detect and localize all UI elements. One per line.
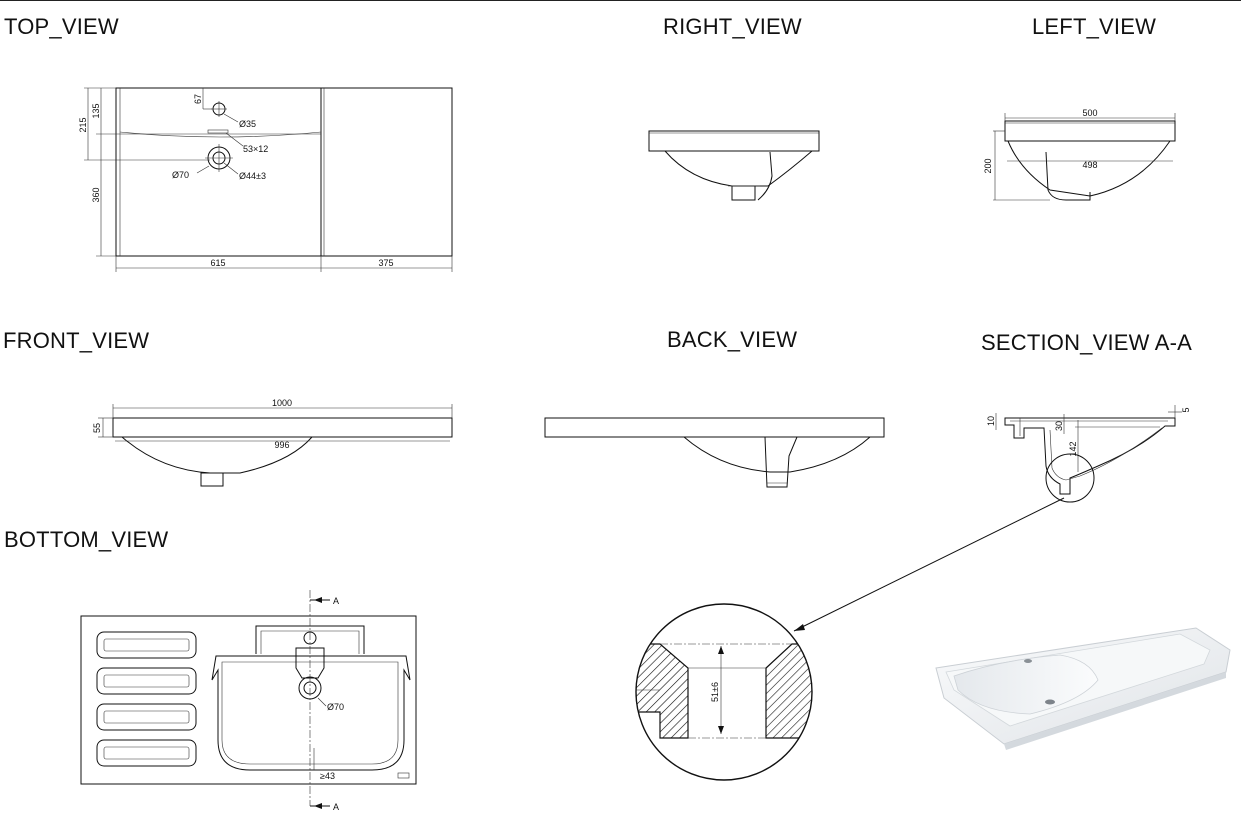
bottom-dim-d70: Ø70: [327, 702, 344, 712]
detail-leader-arrow: [794, 624, 805, 631]
section-dim-5: 5: [1181, 407, 1191, 412]
top-dim-215: 215: [78, 117, 88, 132]
detail-dim-51: 51±6: [710, 682, 720, 702]
top-dim-615: 615: [210, 258, 225, 268]
photo-drain: [1045, 699, 1055, 705]
bottom-slot-4: [96, 739, 197, 767]
bottom-view-drawing: Ø70 ≥43 A A: [80, 590, 417, 812]
section-view-title: SECTION_VIEW A-A: [981, 330, 1193, 355]
bottom-slot-3: [96, 703, 197, 731]
front-dim-996: 996: [274, 440, 289, 450]
top-overflow-slot: [207, 129, 229, 134]
top-dim-360: 360: [91, 187, 101, 202]
bottom-bowl-outline: [211, 655, 411, 771]
top-dim-d44: Ø44±3: [239, 171, 266, 181]
section-dim-10: 10: [986, 416, 996, 426]
section-detail-circle: [1045, 453, 1095, 503]
section-view-drawing: 10 30 142 5: [986, 405, 1191, 503]
section-profile: [1004, 417, 1176, 495]
section-dim-30: 30: [1054, 421, 1064, 431]
back-view-title: BACK_VIEW: [667, 327, 798, 352]
left-view-title: LEFT_VIEW: [1032, 14, 1157, 39]
detail-leader-line: [793, 497, 1065, 632]
bottom-section-mark-top: A: [333, 596, 339, 606]
left-dim-498: 498: [1082, 160, 1097, 170]
bottom-section-mark-bottom: A: [333, 802, 339, 812]
top-dim-135: 135: [91, 103, 101, 118]
bottom-slot-1: [96, 631, 197, 659]
bottom-dim-ge43: ≥43: [320, 771, 335, 781]
top-view-drawing: 215 135 360 67 Ø35 53×12 Ø70 Ø44±3 615 3…: [78, 87, 453, 272]
left-dim-200: 200: [983, 158, 993, 173]
left-dim-500: 500: [1082, 108, 1097, 118]
top-dim-d70: Ø70: [172, 170, 189, 180]
top-dim-53x12: 53×12: [243, 144, 268, 154]
top-outline: [115, 87, 453, 257]
front-dim-1000: 1000: [272, 398, 292, 408]
photo-tap-hole: [1024, 659, 1032, 663]
front-dim-55: 55: [92, 423, 102, 433]
left-view-drawing: 500 498 200: [983, 108, 1176, 201]
front-view-drawing: 1000 996 55: [92, 398, 453, 487]
bottom-view-title: BOTTOM_VIEW: [4, 527, 169, 552]
detail-view-drawing: 51±6: [635, 603, 813, 781]
top-view-title: TOP_VIEW: [4, 14, 119, 39]
front-view-title: FRONT_VIEW: [3, 328, 150, 353]
right-view-drawing: [648, 130, 820, 201]
top-dim-375: 375: [378, 258, 393, 268]
top-border-line: [0, 0, 1241, 1]
right-view-title: RIGHT_VIEW: [663, 14, 802, 39]
bottom-slot-2: [96, 667, 197, 695]
top-dim-67: 67: [193, 94, 203, 104]
top-dim-d35: Ø35: [239, 119, 256, 129]
product-photo: [935, 627, 1231, 750]
back-view-drawing: [544, 417, 885, 488]
section-dim-142: 142: [1068, 441, 1078, 456]
